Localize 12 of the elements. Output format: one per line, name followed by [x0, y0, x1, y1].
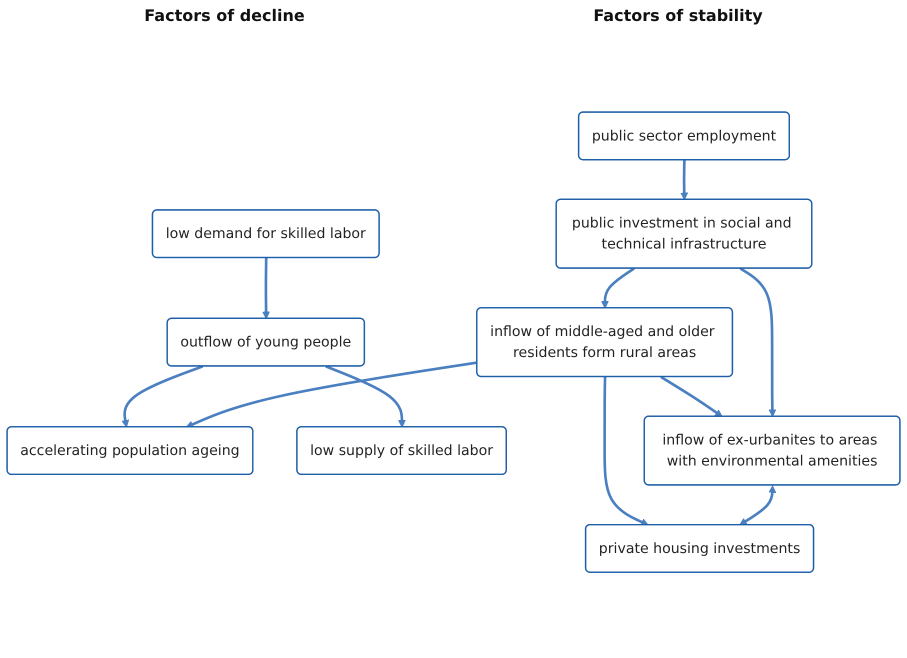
column-heading: Factors of decline: [144, 6, 305, 25]
arrow: [740, 268, 776, 418]
column-heading: Factors of stability: [593, 6, 763, 25]
arrow: [603, 377, 649, 526]
arrow: [325, 366, 406, 428]
arrow: [262, 258, 270, 320]
arrow: [739, 486, 776, 526]
arrow: [660, 376, 723, 418]
arrow: [680, 160, 688, 200]
arrow: [121, 366, 204, 428]
arrow: [601, 268, 635, 309]
arrow: [186, 362, 478, 428]
